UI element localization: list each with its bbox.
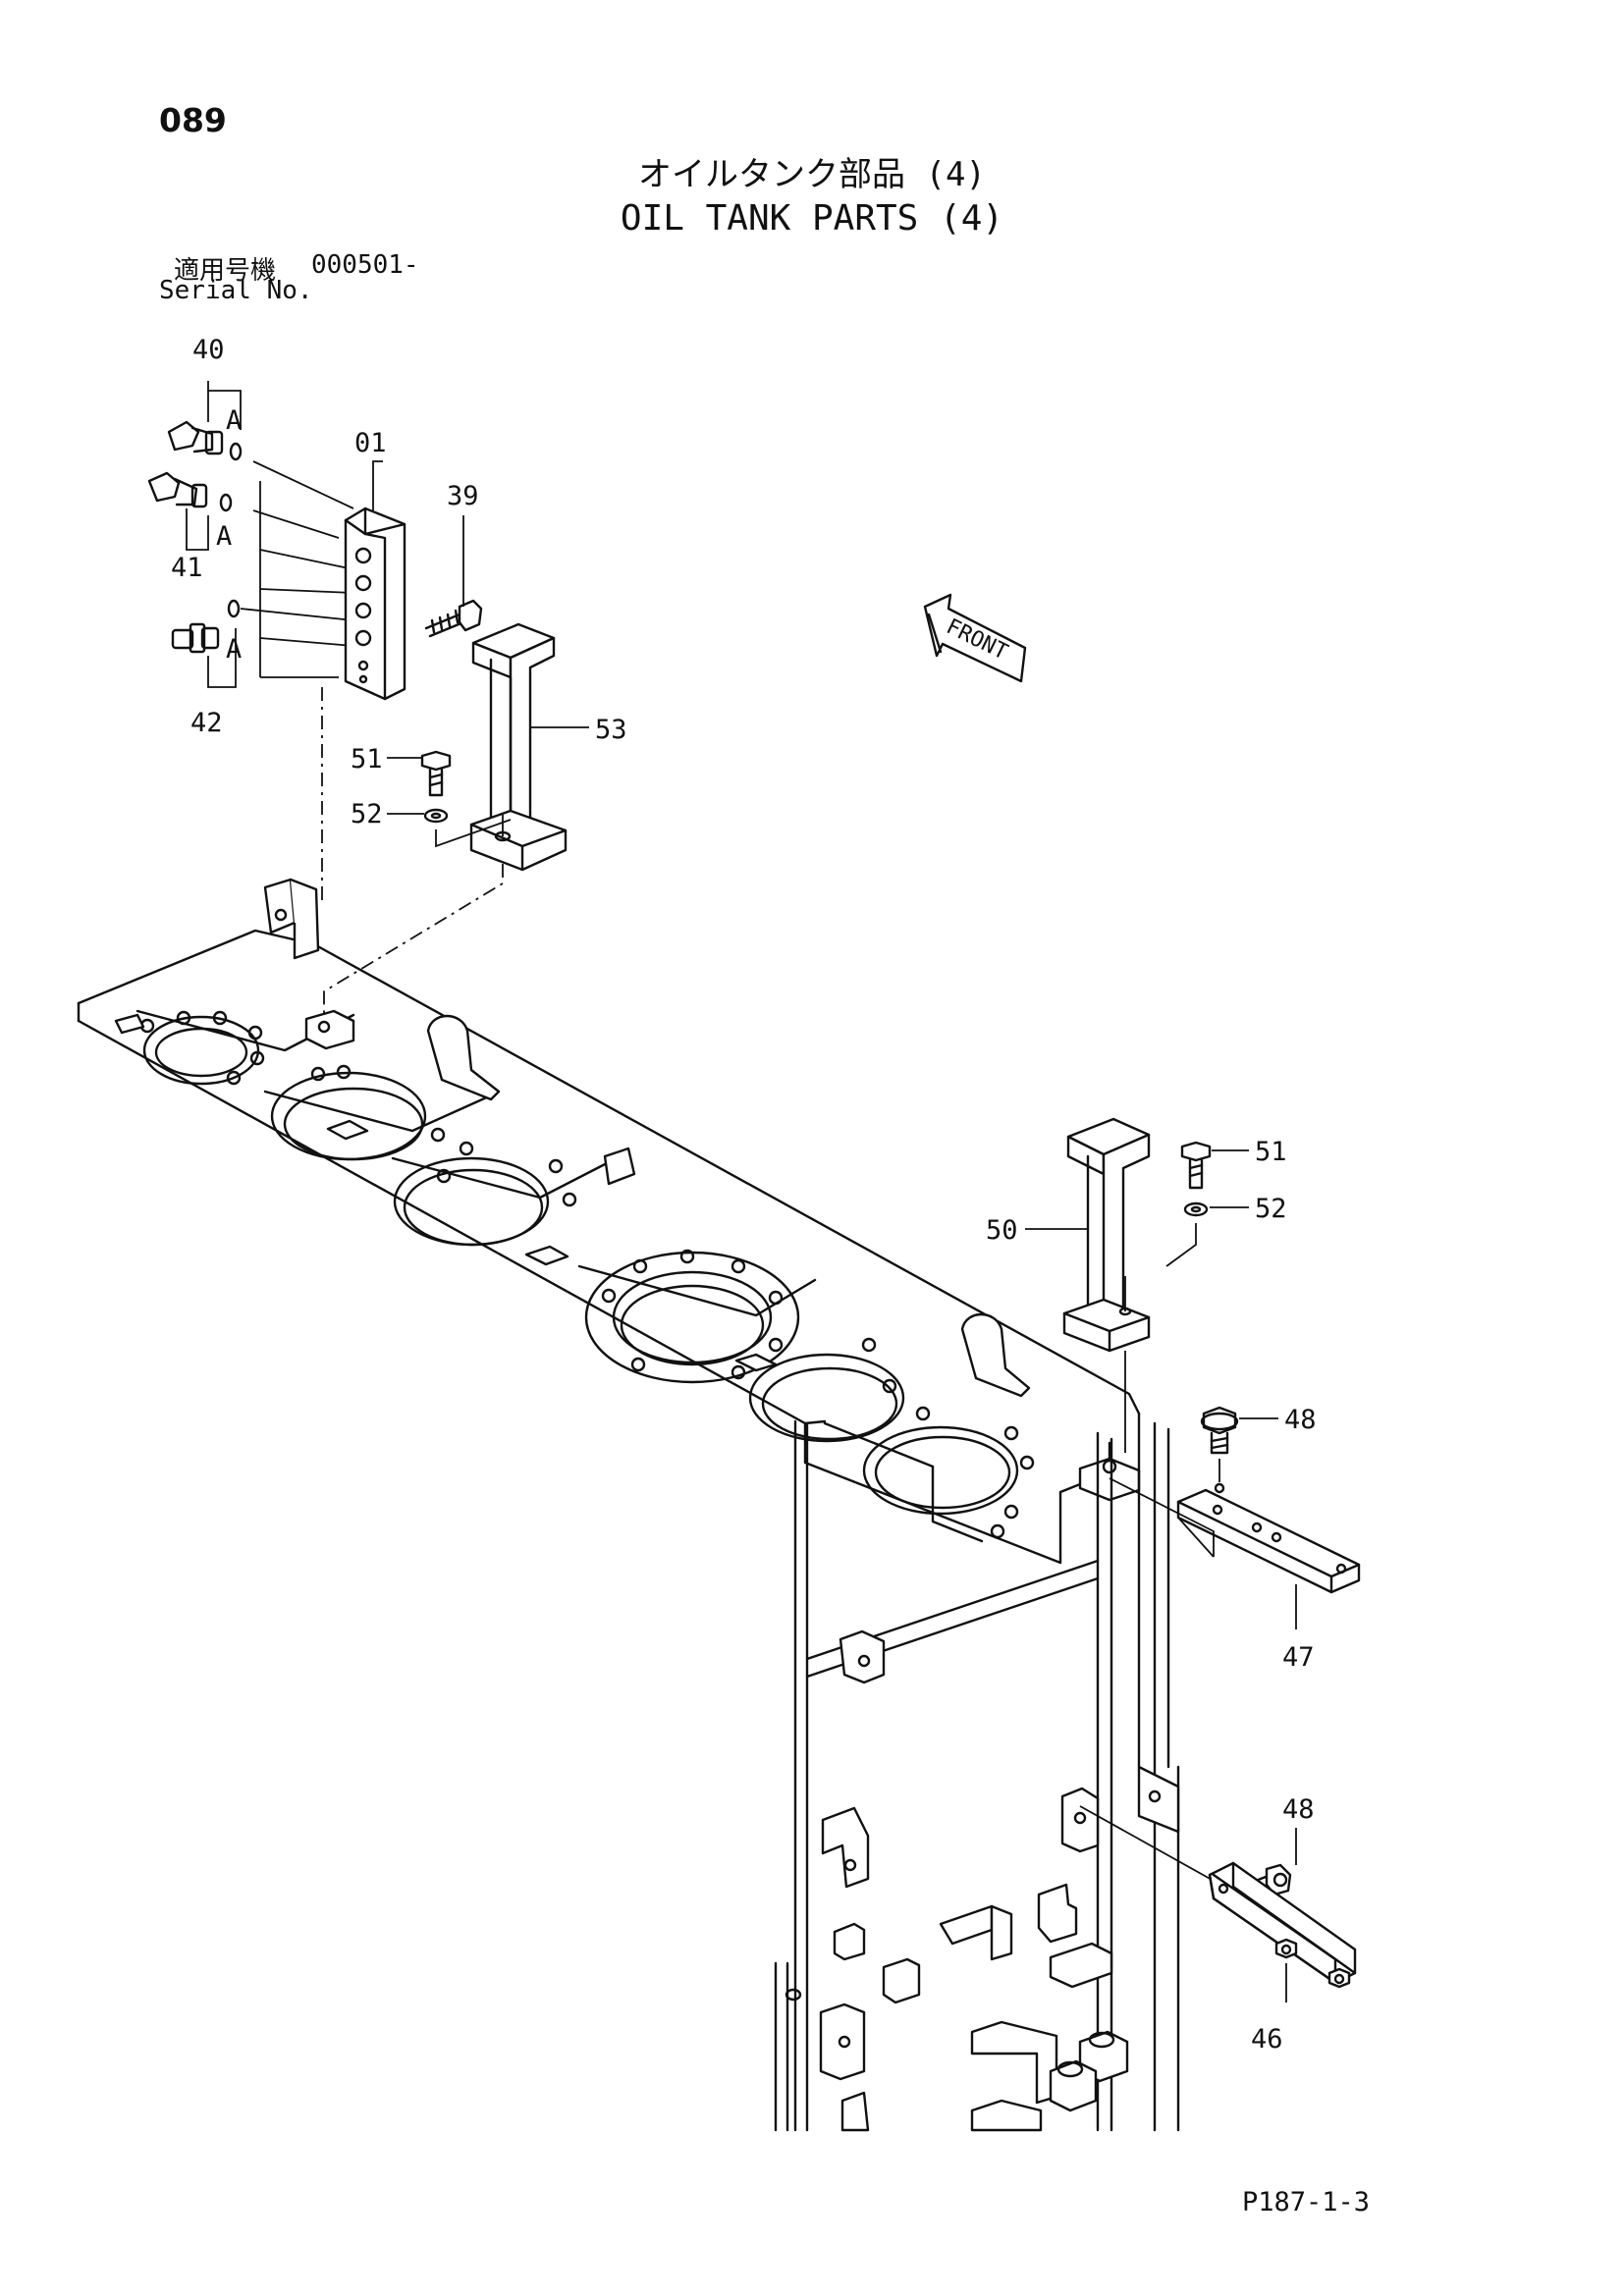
serial-number-range: 000501- <box>311 250 419 280</box>
oil-tank-frame <box>77 878 1180 2132</box>
page-number: 089 <box>159 101 227 139</box>
washer-52-right <box>1183 1201 1209 1217</box>
bolt-39 <box>424 599 483 638</box>
o-ring <box>219 493 233 512</box>
front-direction-arrow <box>923 593 1027 683</box>
page-code: P187-1-3 <box>1242 2187 1371 2217</box>
callout-48-top: 48 <box>1284 1405 1317 1435</box>
o-ring <box>229 442 243 461</box>
bolt-51-left <box>420 750 452 797</box>
callout-47: 47 <box>1282 1642 1315 1673</box>
fitting-elbow-41 <box>147 471 208 508</box>
bracket-53 <box>469 622 568 872</box>
callout-52-left: 52 <box>351 799 383 829</box>
callout-42: 42 <box>190 708 223 738</box>
o-ring <box>227 599 241 618</box>
plate-47 <box>1176 1488 1361 1594</box>
washer-52-left <box>423 808 449 824</box>
callout-46: 46 <box>1251 2024 1283 2055</box>
callout-40: 40 <box>192 335 225 365</box>
page-title-japanese: オイルタンク部品 (4) <box>638 155 986 194</box>
callout-51-right: 51 <box>1255 1137 1287 1167</box>
plate-46 <box>1208 1861 1357 1989</box>
callout-50: 50 <box>986 1215 1018 1246</box>
manifold-block-01 <box>344 507 406 701</box>
bracket-50 <box>1062 1117 1151 1353</box>
callout-52-right: 52 <box>1255 1194 1287 1224</box>
fitting-elbow-40 <box>167 420 224 455</box>
callout-a-3: A <box>226 634 242 665</box>
callout-53: 53 <box>595 715 627 745</box>
callout-48-bottom: 48 <box>1282 1794 1315 1825</box>
callout-01: 01 <box>354 428 387 458</box>
serial-label: Serial No. <box>159 276 313 305</box>
callout-39: 39 <box>447 481 479 511</box>
callout-51-left: 51 <box>351 744 383 774</box>
callout-a-2: A <box>216 521 232 552</box>
serial-label-japanese: 適用号機 <box>174 256 277 286</box>
callout-41: 41 <box>171 553 203 583</box>
bolt-51-right <box>1180 1141 1212 1190</box>
page-title: OIL TANK PARTS (4) <box>620 198 1004 239</box>
bolt-48-top <box>1200 1406 1239 1455</box>
callout-a-1: A <box>226 405 242 436</box>
fitting-straight-42 <box>171 622 220 654</box>
